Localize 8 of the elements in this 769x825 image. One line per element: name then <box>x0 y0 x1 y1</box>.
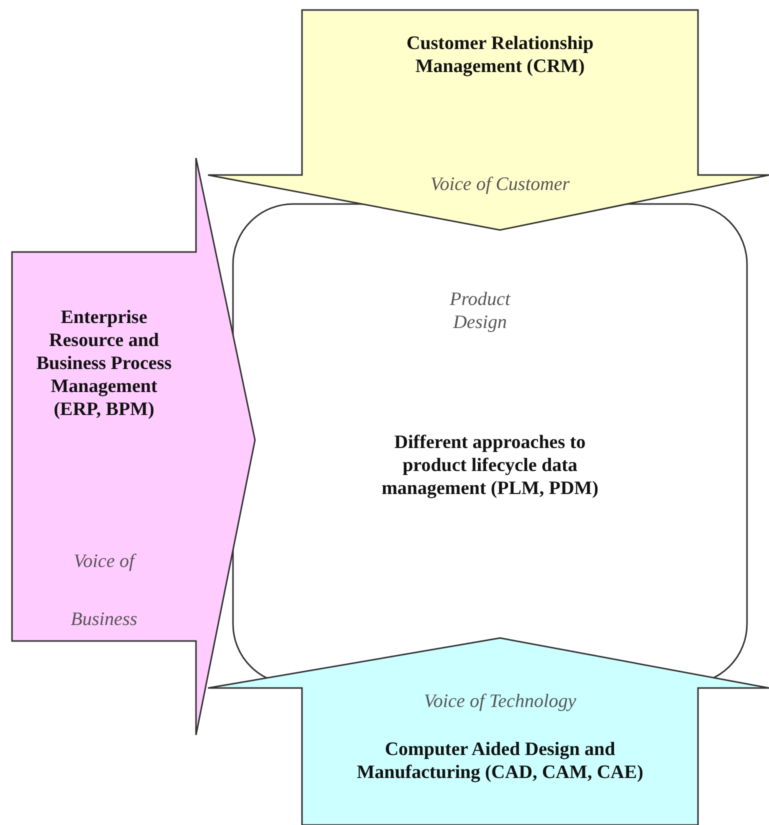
banner-caption: Voice of Technology <box>422 690 578 713</box>
box-heading: Product Design <box>448 288 512 334</box>
banner-heading: Enterprise Resource and Business Process Management (ERP, BPM) <box>35 306 173 421</box>
banner-caption: Voice of Business <box>70 550 138 632</box>
banner-caption: Voice of Customer <box>429 173 571 196</box>
box-text: Different approaches to product lifecycle data management (PLM, PDM) <box>380 431 600 500</box>
banner-heading: Customer Relationship Management (CRM) <box>405 32 595 78</box>
banner-heading: Computer Aided Design and Manufacturing (CAD, CAM, CAE) <box>356 738 644 784</box>
